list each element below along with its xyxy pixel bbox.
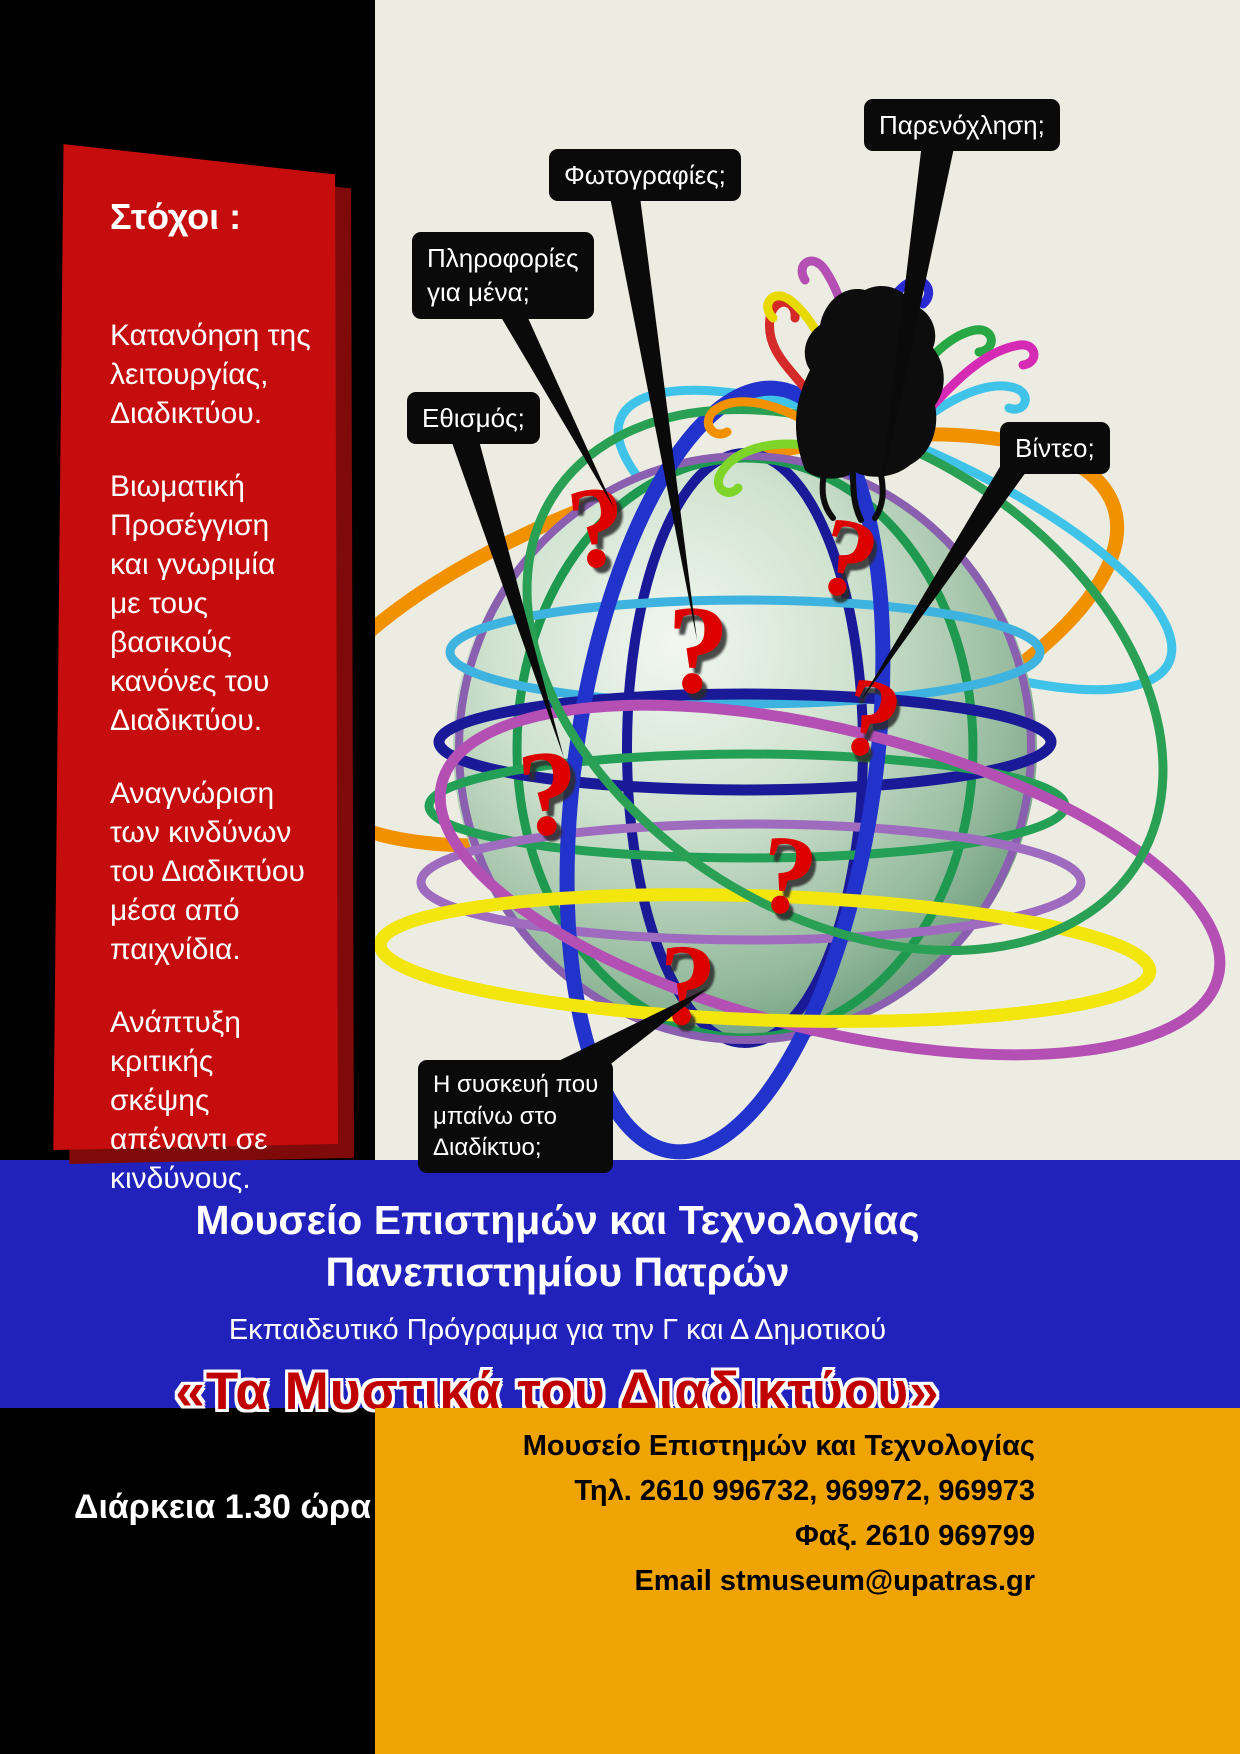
contact-email: Email stmuseum@upatras.gr: [634, 1565, 1035, 1597]
question-mark: ?: [513, 724, 584, 863]
goals-panel: Στόχοι : Κατανόηση της λειτουργίας, Διαδ…: [46, 138, 354, 1195]
callout-video: Βίντεο;: [1000, 422, 1110, 475]
blue-swoosh: [559, 380, 891, 1160]
callout-photos: Φωτογραφίες;: [549, 149, 741, 202]
parallel-blue: [433, 688, 1057, 796]
contact-block: Μουσείο Επιστημών και Τεχνολογίας Τηλ. 2…: [375, 1408, 1240, 1754]
callout-addiction: Εθισμός;: [407, 392, 540, 445]
callout-information-about-me: Πληροφορίες για μένα;: [412, 232, 594, 319]
goal-item: Βιωματική Προσέγγιση και γνωριμία με του…: [110, 470, 276, 737]
monster-body: [795, 285, 944, 479]
banner-museum-line1: Μουσείο Επιστημών και Τεχνολογίας: [195, 1197, 920, 1243]
globe-illustration: [375, 256, 1226, 1160]
goal-item: Κατανόηση της λειτουργίας, Διαδικτύου.: [110, 319, 311, 430]
callout-harassment: Παρενόχληση;: [864, 99, 1060, 152]
parallel-purple: [416, 819, 1086, 945]
banner: Μουσείο Επιστημών και Τεχνολογίας Πανεπι…: [0, 1160, 1240, 1421]
contact-phone: Τηλ. 2610 996732, 969972, 969973: [574, 1475, 1035, 1507]
question-mark: ?: [654, 920, 720, 1052]
contact-fax: Φαξ. 2610 969799: [794, 1520, 1035, 1552]
question-mark: ?: [561, 461, 633, 595]
duration-label: Διάρκεια 1.30 ώρα: [74, 1488, 371, 1526]
banner-museum-line2: Πανεπιστημίου Πατρών: [325, 1249, 790, 1295]
yellow-swoosh: [375, 888, 1157, 1028]
question-mark: ?: [663, 579, 732, 722]
contact-museum: Μουσείο Επιστημών και Τεχνολογίας: [522, 1430, 1035, 1462]
callout-device: Η συσκευή που μπαίνω στο Διαδίκτυο;: [418, 1060, 614, 1174]
goals-panel-face: [53, 144, 338, 1150]
art-canvas: [375, 0, 1240, 1160]
goal-item: Ανάπτυξη κριτικής σκέψης απέναντι σε κιν…: [110, 1006, 268, 1195]
banner-program: Εκπαιδευτικό Πρόγραμμα για την Γ και Δ Δ…: [228, 1314, 887, 1346]
goal-item: Αναγνώριση των κινδύνων του Διαδικτύου μ…: [110, 777, 305, 966]
goals-title: Στόχοι :: [110, 196, 242, 237]
